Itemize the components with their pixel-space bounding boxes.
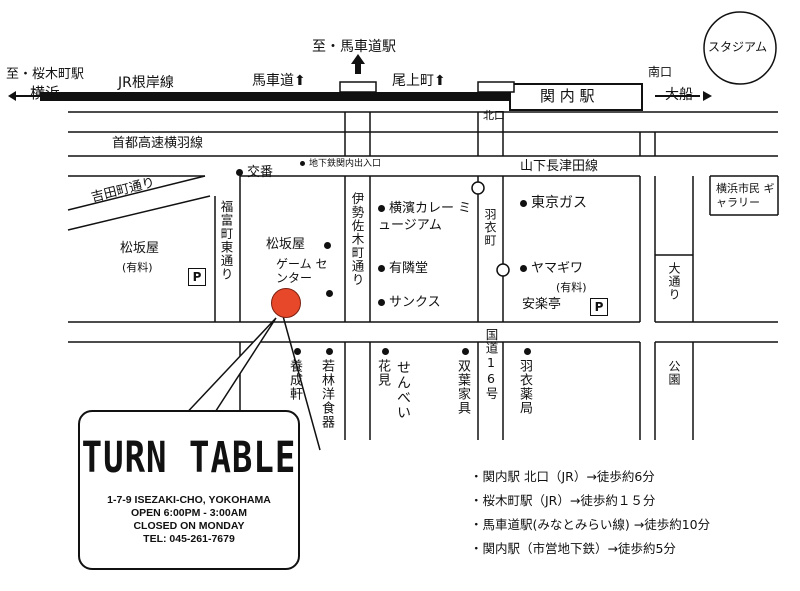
hagoromocho-label: 羽衣町 [483,208,497,247]
matsuzakaya-marker [324,242,331,249]
yamagiwa-paid-label: (有料) [556,281,587,294]
turn-table-location-marker [271,288,301,318]
shop-details: 1-7-9 ISEZAKI-CHO, YOKOHAMA OPEN 6:00PM … [80,494,298,546]
tokyo-gas-label: 東京ガス [520,196,587,210]
up-arrow-icon: ⬆ [294,73,306,89]
hagoromo-pharmacy-label: 羽衣薬局 [517,348,532,415]
sanks-label: サンクス [378,296,441,309]
stadium-label: スタジアム [708,40,768,54]
access-item: ・関内駅 北口（JR）→徒歩約6分 [470,469,655,484]
matsuzakaya-label: 松坂屋 [266,237,306,252]
matsuzakaya-west-label: 松坂屋 [120,241,160,256]
odori-street-label: 大通り [667,262,681,301]
onoecho-label: 尾上町⬆ [392,73,446,89]
yokohama-direction-label: 横浜 [30,84,61,102]
shop-tel: TEL: 045-261-7679 [143,533,235,545]
yokohama-curry-museum-label: 横濱カレー ミュージアム [378,201,472,233]
expressway-label: 首都高速横羽線 [112,136,204,151]
shop-hours: OPEN 6:00PM - 3:00AM [130,507,248,519]
futaba-label: 双葉家具 [455,348,470,415]
jr-line-label: JR根岸線 [118,75,174,91]
shop-address: 1-7-9 ISEZAKI-CHO, YOKOHAMA [107,494,271,506]
kannai-station-label: 関 内 駅 [540,87,595,105]
subway-entrance-label: 地下鉄関内出入口 [300,160,381,169]
access-item: ・馬車道駅(みなとみらい線) →徒歩約10分 [470,517,711,532]
south-exit-label: 南口 [648,65,673,79]
sakuragicho-direction-label: 至・桜木町駅 [6,67,85,82]
bashamichi-station-direction-label: 至・馬車道駅 [312,39,396,55]
shop-info-card: TURN TABLE 1-7-9 ISEZAKI-CHO, YOKOHAMA O… [78,410,300,570]
yamagiwa-label: ヤマギワ [520,262,583,275]
anrakutei-label: 安楽亭 [522,297,562,312]
wakabayashi-label: 若林洋食器 [319,348,334,429]
hanami-label: 花見 [375,348,390,387]
shop-name: TURN TABLE [81,433,297,483]
koban-label: 交番 [236,166,273,179]
yokohama-civic-gallery-label: 横浜市民 ギャラリー [716,182,775,209]
north-exit-label: 北口 [483,109,505,122]
ofuna-direction-label: 大船 [665,87,693,103]
bashamichi-label: 馬車道⬆ [252,73,306,89]
isezakicho-street-label: 伊勢佐木町通り [349,192,365,287]
senbei-label: せんべい [395,360,411,420]
parking-icon: P [590,298,608,316]
game-center-label: ゲーム センター [276,257,328,285]
yamashita-nagatsuda-line-label: 山下長津田線 [520,159,599,174]
game-center-marker [326,290,333,297]
park-label: 公園 [667,360,681,386]
shop-closed-day: CLOSED ON MONDAY [133,520,245,532]
matsuzakaya-paid-label: (有料) [122,261,153,274]
youseiken-label: 養成軒 [287,348,302,401]
access-item: ・桜木町駅（JR）→徒歩約１５分 [470,493,656,508]
yurindo-label: 有隣堂 [378,262,428,275]
route-16-label: 国道16号 [483,328,499,401]
up-arrow-icon: ⬆ [434,73,446,89]
parking-icon: P [188,268,206,286]
fukutomicho-higashi-street-label: 福富町東通り [218,200,234,281]
access-item: ・関内駅（市営地下鉄）→徒歩約5分 [470,541,676,556]
